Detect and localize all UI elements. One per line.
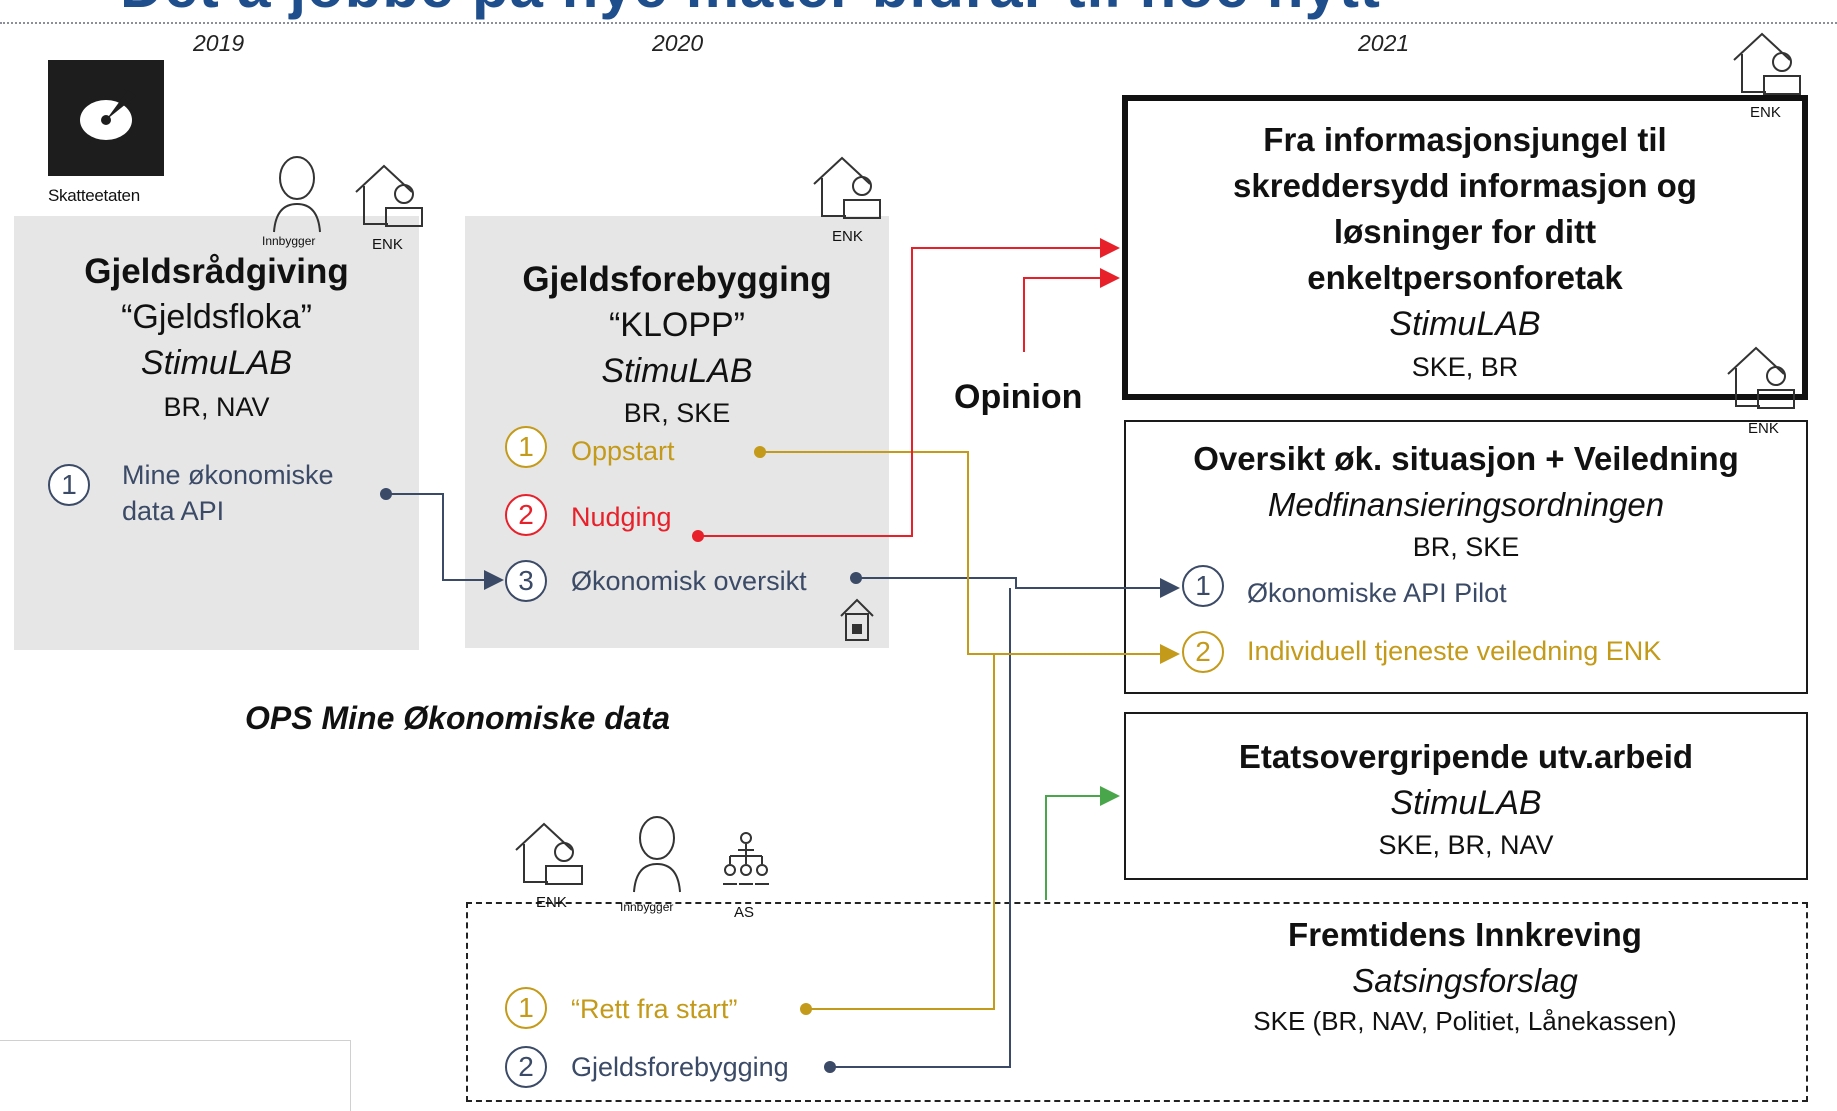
box-mid-item-1-text: Økonomiske API Pilot — [1247, 578, 1507, 608]
house-laptop-icon — [355, 164, 423, 227]
panel2-partners: BR, SKE — [623, 398, 731, 428]
house-laptop-icon — [813, 156, 881, 219]
house-laptop-icon — [1733, 32, 1801, 95]
as-label: AS — [734, 904, 755, 921]
panel1-title: Gjeldsrådgiving — [84, 252, 349, 291]
enk-label-2: ENK — [832, 228, 863, 245]
year-2019: 2019 — [193, 30, 245, 56]
enk-label-4: ENK — [1748, 420, 1779, 437]
opinion-label: Opinion — [954, 378, 1083, 416]
small-house-icon — [840, 598, 874, 641]
panel2-item-2-number: 2 — [505, 494, 547, 536]
person-icon — [633, 816, 681, 893]
box-top-line-3: løsninger for ditt — [1333, 213, 1597, 250]
enk-label-5: ENK — [536, 894, 567, 911]
box-future-title: Fremtidens Innkreving — [1288, 916, 1642, 953]
panel2-item-1-number: 1 — [505, 426, 547, 468]
innbygger-label-1: Innbygger — [262, 234, 316, 248]
panel1-subtitle: “Gjeldsfloka” — [121, 298, 312, 336]
box-mid-lab: Medfinansieringsordningen — [1267, 486, 1665, 523]
box-etat-lab: StimuLAB — [1390, 784, 1542, 822]
house-laptop-icon — [1727, 346, 1795, 409]
box-mid-partners: BR, SKE — [1412, 532, 1520, 562]
innbygger-label-2: Innbygger — [620, 900, 674, 914]
enk-label-3: ENK — [1750, 104, 1781, 121]
ops-label: OPS Mine Økonomiske data — [245, 700, 670, 736]
panel2-item-3-text: Økonomisk oversikt — [571, 566, 807, 596]
panel2-title: Gjeldsforebygging — [522, 260, 832, 299]
box-future-item-1-text: “Rett fra start” — [571, 994, 738, 1024]
top-divider — [0, 22, 1837, 24]
connector-gold-2 — [800, 654, 995, 1015]
connector-green-1 — [1045, 786, 1120, 900]
box-mid-item-2-number: 2 — [1182, 631, 1224, 673]
panel2-item-3-number: 3 — [505, 560, 547, 602]
skatteetaten-logo — [48, 60, 164, 176]
connector-slate-2 — [850, 572, 1180, 598]
box-top-line-1: Fra informasjonsjungel til — [1263, 121, 1667, 158]
panel-gjeldsradgiving — [14, 216, 419, 650]
box-future-partners: SKE (BR, NAV, Politiet, Lånekassen) — [1253, 1006, 1677, 1036]
box-fremtidens-innkreving — [466, 902, 1808, 1102]
enk-label-1: ENK — [372, 236, 403, 253]
panel2-lab: StimuLAB — [601, 352, 753, 390]
year-2021: 2021 — [1358, 30, 1410, 56]
connector-gold-1 — [754, 446, 1180, 664]
box-oversikt-veiledning — [1124, 420, 1808, 694]
connector-slate-1 — [380, 488, 504, 590]
box-mid-title: Oversikt øk. situasjon + Veiledning — [1193, 440, 1739, 477]
year-2020: 2020 — [652, 30, 704, 56]
connector-red-2 — [1023, 268, 1120, 352]
box-top-content: Fra informasjonsjungel til skreddersydd … — [1128, 117, 1802, 387]
box-top-partners: SKE, BR — [1411, 352, 1519, 382]
box-future-item-2-number: 2 — [505, 1046, 547, 1088]
box-top-line-2: skreddersydd informasjon og — [1233, 167, 1697, 204]
panel1-item-1-line1: Mine økonomiske — [122, 460, 334, 490]
box-mid-item-1-number: 1 — [1182, 565, 1224, 607]
box-informasjonsjungel — [1122, 95, 1808, 400]
box-future-item-2-text: Gjeldsforebygging — [571, 1052, 789, 1082]
box-etatsovergripende — [1124, 712, 1808, 880]
panel2-item-2-text: Nudging — [571, 502, 672, 532]
box-future-lab: Satsingsforslag — [1352, 962, 1578, 999]
slide-title: Det å jobbe på nye måter bidrar til noe … — [120, 0, 1381, 21]
panel1-partners: BR, NAV — [163, 392, 270, 422]
panel2-item-1-text: Oppstart — [571, 436, 675, 466]
logo-mark-icon — [80, 90, 136, 140]
panel1-item-1-line2: data API — [122, 496, 225, 526]
connector-slate-3 — [824, 588, 1011, 1073]
bottom-left-card — [0, 1040, 351, 1111]
panel1-lab: StimuLAB — [140, 344, 293, 382]
house-laptop-icon — [515, 822, 583, 885]
box-future-item-1-number: 1 — [505, 987, 547, 1029]
box-etat-title: Etatsovergripende utv.arbeid — [1238, 738, 1694, 775]
logo-text: Skatteetaten — [48, 186, 140, 205]
box-mid-item-2-text: Individuell tjeneste veiledning ENK — [1247, 636, 1662, 666]
org-chart-icon — [723, 832, 769, 885]
box-etat-partners: SKE, BR, NAV — [1378, 830, 1554, 860]
panel2-subtitle: “KLOPP” — [608, 306, 746, 344]
box-top-lab: StimuLAB — [1389, 305, 1541, 343]
person-icon — [273, 156, 321, 233]
connector-red-1 — [692, 238, 1120, 542]
box-top-line-4: enkeltpersonforetak — [1307, 259, 1623, 296]
panel1-item-1-number: 1 — [48, 464, 90, 506]
